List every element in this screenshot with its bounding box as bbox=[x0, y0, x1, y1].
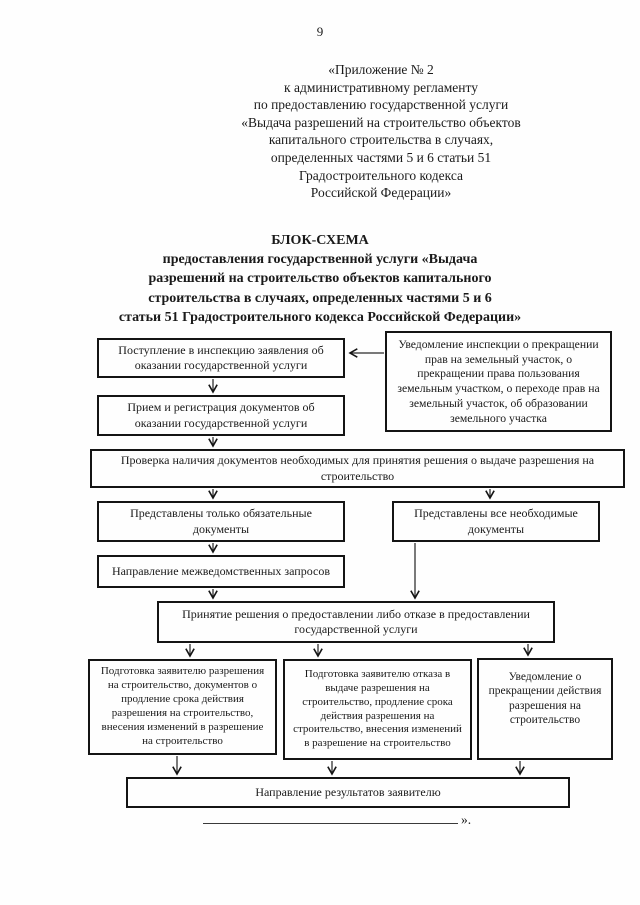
appendix-line: «Приложение № 2 bbox=[328, 62, 434, 77]
appendix-line: по предоставлению государственной услуги bbox=[253, 97, 509, 113]
flow-box-label: Прием и регистрация документов об оказан… bbox=[127, 400, 315, 430]
flow-box-interagency-requests: Направление межведомственных запросов bbox=[97, 555, 345, 588]
flow-box-prepare-permit: Подготовка заявителю разрешения на строи… bbox=[88, 659, 277, 755]
flow-box-label: Уведомление о прекращении действия разре… bbox=[488, 671, 602, 727]
flow-box-send-results: Направление результатов заявителю bbox=[126, 777, 570, 808]
appendix-header: «Приложение № 2 к административному регл… bbox=[225, 61, 537, 202]
flow-box-all-required-docs: Представлены все необходимые документы bbox=[392, 501, 600, 542]
flowchart-title-line: БЛОК-СХЕМА bbox=[271, 233, 369, 248]
flow-box-label: Представлены все необходимые документы bbox=[414, 506, 578, 536]
appendix-line: «Выдача разрешений на строительство объе… bbox=[241, 114, 521, 130]
flowchart-title-line: предоставления государственной услуги «В… bbox=[162, 252, 478, 268]
flow-box-label: Уведомление инспекции о прекращении прав… bbox=[397, 338, 600, 425]
flow-box-label: Проверка наличия документов необходимых … bbox=[120, 453, 595, 483]
flow-box-application-received: Поступление в инспекцию заявления об ока… bbox=[97, 338, 345, 378]
appendix-line: Российской Федерации» bbox=[310, 185, 452, 201]
flowchart-title-line: строительства в случаях, определенных ча… bbox=[148, 290, 492, 306]
flowchart-title: БЛОК-СХЕМА предоставления государственно… bbox=[0, 231, 640, 327]
flow-box-label: Представлены только обязательные докумен… bbox=[130, 506, 312, 536]
flow-box-label: Направление результатов заявителю bbox=[255, 784, 441, 799]
flow-box-termination-notice: Уведомление о прекращении действия разре… bbox=[477, 658, 613, 760]
flow-box-label: Поступление в инспекцию заявления об ока… bbox=[118, 342, 324, 372]
flow-box-land-notification: Уведомление инспекции о прекращении прав… bbox=[385, 331, 612, 432]
flow-box-decision: Принятие решения о предоставлении либо о… bbox=[157, 601, 555, 643]
flow-box-label: Подготовка заявителю разрешения на строи… bbox=[100, 665, 265, 747]
appendix-line: к административному регламенту bbox=[284, 79, 478, 95]
flow-box-label: Направление межведомственных запросов bbox=[111, 563, 331, 578]
flowchart-title-line: статьи 51 Градостроительного кодекса Рос… bbox=[118, 309, 522, 325]
flow-box-label: Подготовка заявителю отказа в выдаче раз… bbox=[293, 667, 462, 750]
page-number: 9 bbox=[316, 24, 324, 39]
appendix-line: капитального строительства в случаях, bbox=[268, 132, 494, 148]
flow-box-reception-registration: Прием и регистрация документов об оказан… bbox=[97, 395, 345, 436]
flowchart-title-line: разрешений на строительство объектов кап… bbox=[148, 271, 492, 287]
closing-quote-mark: ». bbox=[461, 812, 472, 827]
flow-box-only-mandatory-docs: Представлены только обязательные докумен… bbox=[97, 501, 345, 542]
appendix-line: определенных частями 5 и 6 статьи 51 bbox=[270, 149, 492, 165]
signature-line bbox=[203, 808, 458, 824]
flow-box-label: Принятие решения о предоставлении либо о… bbox=[182, 606, 530, 636]
flow-box-prepare-refusal: Подготовка заявителю отказа в выдаче раз… bbox=[283, 659, 472, 760]
flow-box-document-check: Проверка наличия документов необходимых … bbox=[90, 449, 625, 488]
appendix-line: Градостроительного кодекса bbox=[299, 167, 463, 183]
